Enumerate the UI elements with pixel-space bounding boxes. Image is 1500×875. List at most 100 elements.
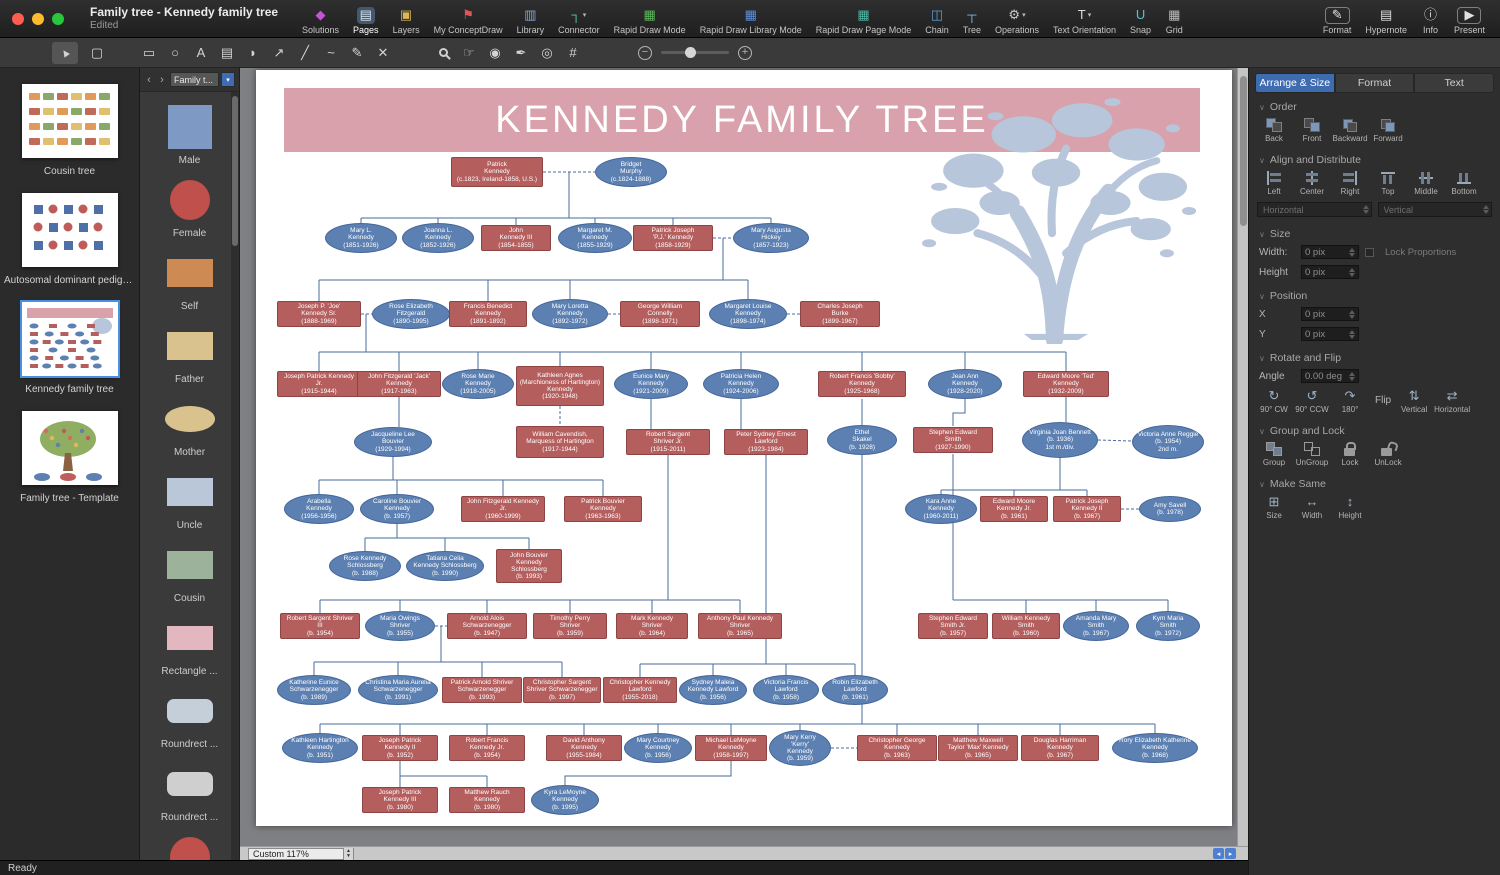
person-node[interactable]: Victoria Anne Reggie(b. 1954)2nd m. [1132, 425, 1204, 459]
minimize-button[interactable] [32, 12, 44, 25]
zoom-in-button[interactable]: + [738, 45, 752, 60]
flip-horizontal-button[interactable]: ⇄Horizontal [1434, 388, 1471, 415]
group-button[interactable]: Group [1255, 440, 1293, 469]
library-shape-father[interactable]: Father [140, 323, 239, 385]
ungroup-button[interactable]: UnGroup [1293, 440, 1331, 469]
rotate-180-button[interactable]: ↷180° [1341, 388, 1359, 415]
height-input[interactable]: 0 pix [1301, 265, 1359, 279]
library-shape-roundrect-[interactable]: Roundrect ... [140, 761, 239, 823]
align-middle-button[interactable]: Middle [1407, 169, 1445, 198]
person-node[interactable]: John Fitzgerald 'Jack'Kennedy(1917-1963) [357, 371, 441, 397]
tool-hypernote[interactable]: ▤Hypernote [1358, 6, 1414, 36]
tab-text[interactable]: Text [1414, 73, 1495, 93]
library-shape-self[interactable]: Self [140, 250, 239, 312]
ellipse-tool[interactable]: ○ [162, 42, 188, 64]
shape-swatch[interactable] [166, 626, 213, 650]
document-page[interactable]: KENNEDY FAMILY TREE [256, 70, 1232, 826]
disclosure-icon[interactable]: ∨ [1259, 229, 1265, 239]
tool-present[interactable]: ▶Present [1447, 6, 1492, 36]
page-thumbnail-cousin[interactable]: Cousin tree [0, 84, 139, 177]
distribute-horizontal-select[interactable]: Horizontal [1257, 202, 1372, 217]
rotate-cw-button[interactable]: ↻90° CW [1260, 388, 1288, 415]
close-button[interactable] [12, 12, 24, 25]
library-shape-uncle[interactable]: Uncle [140, 469, 239, 531]
tool-operations[interactable]: ⚙▾Operations [988, 6, 1046, 36]
library-scrollbar[interactable] [231, 92, 239, 860]
person-node[interactable]: Joseph P. 'Joe'Kennedy Sr.(1888-1969) [277, 301, 361, 327]
width-input[interactable]: 0 pix [1301, 245, 1359, 259]
disclosure-icon[interactable]: ∨ [1259, 426, 1265, 436]
tab-arrange-size[interactable]: Arrange & Size [1255, 73, 1335, 93]
make-same-height-button[interactable]: ↕Height [1338, 494, 1362, 521]
tool-chain[interactable]: ◫Chain [918, 6, 956, 36]
zoom-window-button[interactable] [52, 12, 64, 25]
curve-tool[interactable]: ~ [318, 42, 344, 64]
library-forward-button[interactable]: › [160, 73, 164, 86]
disclosure-icon[interactable]: ∨ [1259, 155, 1265, 165]
align-top-button[interactable]: Top [1369, 169, 1407, 198]
shape-swatch[interactable] [166, 332, 213, 360]
page-thumbnail-preview[interactable] [21, 193, 118, 267]
frame-tool[interactable]: ▤ [214, 42, 240, 64]
glue-tool[interactable]: ◎ [534, 42, 560, 64]
page-thumbnail-preview[interactable] [21, 84, 118, 158]
arrow-tool[interactable]: ↗ [266, 42, 292, 64]
align-center-button[interactable]: Center [1293, 169, 1331, 198]
align-bottom-button[interactable]: Bottom [1445, 169, 1483, 198]
zoom-tool[interactable] [430, 42, 456, 64]
person-node[interactable]: Robert Francis 'Bobby'Kennedy(1925-1968) [818, 371, 906, 397]
rectangle-tool[interactable]: ▭ [136, 42, 162, 64]
shape-swatch[interactable] [164, 406, 215, 432]
shape-swatch[interactable] [166, 699, 213, 723]
shape-swatch[interactable] [169, 837, 210, 860]
line-tool[interactable]: ╱ [292, 42, 318, 64]
order-front-button[interactable]: Front [1293, 116, 1331, 145]
zoom-level-dropdown[interactable]: Custom 117% ▲▼ [248, 847, 354, 860]
unlock-button[interactable]: UnLock [1369, 440, 1407, 469]
library-shape-cousin[interactable]: Cousin [140, 542, 239, 604]
distribute-vertical-select[interactable]: Vertical [1377, 202, 1492, 217]
person-node[interactable]: Margaret M.Kennedy(1855-1929) [558, 223, 632, 253]
rotate-ccw-button[interactable]: ↺90° CCW [1295, 388, 1329, 415]
scroll-left-button[interactable]: ◂ [1213, 848, 1224, 859]
person-node[interactable]: Joanna L.Kennedy(1852-1926) [402, 223, 474, 253]
tool-pages[interactable]: ▤Pages [346, 6, 386, 36]
tool-tree[interactable]: ┬Tree [956, 6, 988, 36]
person-node[interactable]: Mary Kerry'Kerry'Kennedy(b. 1959) [769, 730, 831, 766]
disclosure-icon[interactable]: ∨ [1259, 102, 1265, 112]
zoom-slider-knob[interactable] [685, 47, 696, 58]
library-shape-mother[interactable]: Mother [140, 396, 239, 458]
library-shape-rectangle-[interactable]: Rectangle ... [140, 615, 239, 677]
person-node[interactable]: Patrick Joseph'P.J.' Kennedy(1858-1929) [633, 225, 713, 251]
